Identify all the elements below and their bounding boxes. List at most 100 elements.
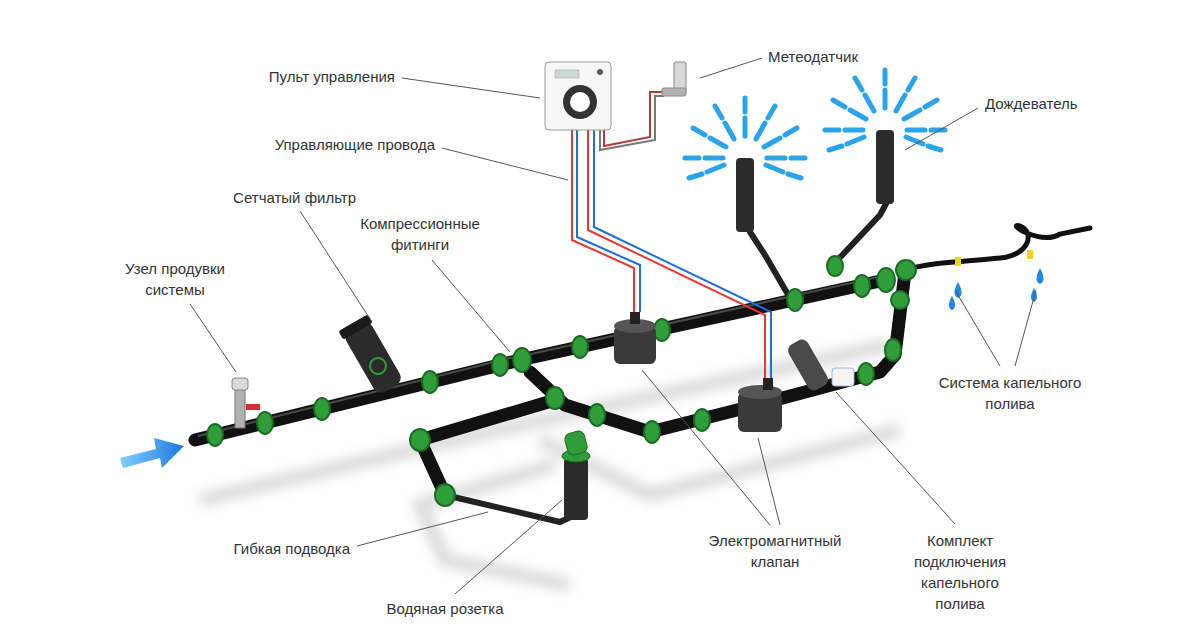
wire-red [588, 130, 765, 378]
fitting-group [207, 256, 916, 506]
fitting [896, 260, 916, 280]
callout-label-anchor: Электромагнитный клапан [695, 530, 855, 572]
callout-label: Комплект подключения капельного полива [904, 530, 1016, 614]
sprinkler-riser [832, 200, 888, 266]
fitting [546, 387, 564, 409]
fitting [827, 256, 843, 276]
loop-pipe [420, 400, 555, 495]
leader-line [442, 148, 568, 180]
purge-valve [235, 388, 245, 428]
fitting [589, 404, 605, 426]
callout-label: Система капельного полива [923, 372, 1098, 414]
fitting [435, 484, 455, 506]
fitting [492, 354, 508, 376]
fitting [885, 339, 901, 361]
controller-button [597, 69, 603, 75]
socket-lid-open [563, 430, 588, 456]
leader-line [955, 290, 1000, 366]
water-drop [949, 296, 955, 310]
callout-label-anchor: Водяная розетка [387, 598, 504, 619]
water-spray [685, 98, 805, 178]
pipe-group [195, 272, 905, 495]
callout-label: Водяная розетка [387, 598, 504, 619]
water-spray [825, 70, 945, 150]
callout-label-anchor: Дождеватель [985, 93, 1078, 114]
fitting [572, 336, 588, 358]
fitting [207, 424, 223, 446]
fitting [654, 319, 670, 341]
callout-label: Сетчатый фильтр [233, 187, 356, 208]
callout-label-anchor: Узел продувки системы [115, 258, 235, 300]
leader-line [455, 500, 562, 594]
fitting [891, 291, 909, 309]
callout-label-anchor: Управляющие провода [275, 134, 435, 155]
highlight-line [198, 356, 518, 436]
valve-solenoid [630, 312, 640, 324]
callout-label: Компрессионные фитинги [350, 213, 490, 255]
leader-line [700, 58, 762, 78]
fitting [877, 268, 895, 292]
fitting [513, 348, 531, 372]
solenoid-valve [614, 312, 656, 364]
callout-label-anchor: Сетчатый фильтр [233, 187, 356, 208]
leader-line [1015, 290, 1036, 366]
leader-line [905, 108, 978, 150]
wire-blue [577, 130, 640, 312]
callout-label: Гибкая подводка [234, 538, 350, 559]
purge-valve-handle [246, 404, 260, 410]
water-socket [564, 458, 588, 520]
fitting [854, 275, 870, 297]
drip-filter [785, 337, 830, 393]
leader-line [432, 260, 510, 352]
shadow-line [200, 345, 890, 500]
fitting [787, 289, 803, 311]
sprinkler-riser [750, 232, 790, 298]
leader-line [836, 392, 955, 524]
callout-label: Пульт управления [269, 66, 395, 87]
purge-valve-cap [232, 378, 248, 390]
valve-solenoid [763, 378, 773, 390]
leader-line [642, 370, 770, 525]
fitting [410, 429, 430, 451]
sprinkler-body [736, 158, 754, 232]
wire-gray [604, 92, 664, 146]
callout-label: Дождеватель [985, 93, 1078, 114]
weather-sensor-mount [662, 88, 686, 96]
water-drop [1037, 268, 1044, 284]
valve-top [738, 385, 782, 399]
sprinkler-body [876, 130, 894, 204]
fitting [422, 371, 438, 393]
leader-lines [190, 58, 1036, 594]
controller-dial [563, 85, 597, 119]
pressure-reducer [832, 368, 854, 386]
wire-blue [594, 130, 771, 378]
callout-label-anchor: Гибкая подводка [234, 538, 350, 559]
leader-line [758, 438, 780, 525]
controller-screen [555, 70, 579, 78]
leader-line [357, 512, 488, 546]
drip-filter-body [785, 337, 830, 393]
callout-label-anchor: Комплект подключения капельного полива [904, 530, 1016, 614]
callout-label: Метеодатчик [768, 46, 858, 67]
callout-label: Управляющие провода [275, 134, 435, 155]
control-wires [572, 92, 771, 378]
flow-arrow [120, 438, 184, 468]
fitting [314, 398, 330, 420]
upper-pipe [520, 280, 885, 360]
pipe-highlight [198, 276, 883, 436]
leader-line [402, 78, 540, 98]
callout-label-anchor: Компрессионные фитинги [350, 213, 490, 255]
solenoid-valve [738, 378, 782, 432]
fitting [694, 409, 710, 431]
callout-label: Узел продувки системы [115, 258, 235, 300]
controller-dial-center [570, 92, 590, 112]
dripper [1027, 250, 1033, 259]
shadow-line [540, 430, 900, 495]
filter-cap [338, 314, 372, 340]
fitting [858, 363, 874, 385]
callout-label-anchor: Метеодатчик [768, 46, 858, 67]
callout-label-anchor: Система капельного полива [923, 372, 1098, 414]
filter-logo [367, 355, 389, 377]
wire-red [572, 130, 634, 312]
